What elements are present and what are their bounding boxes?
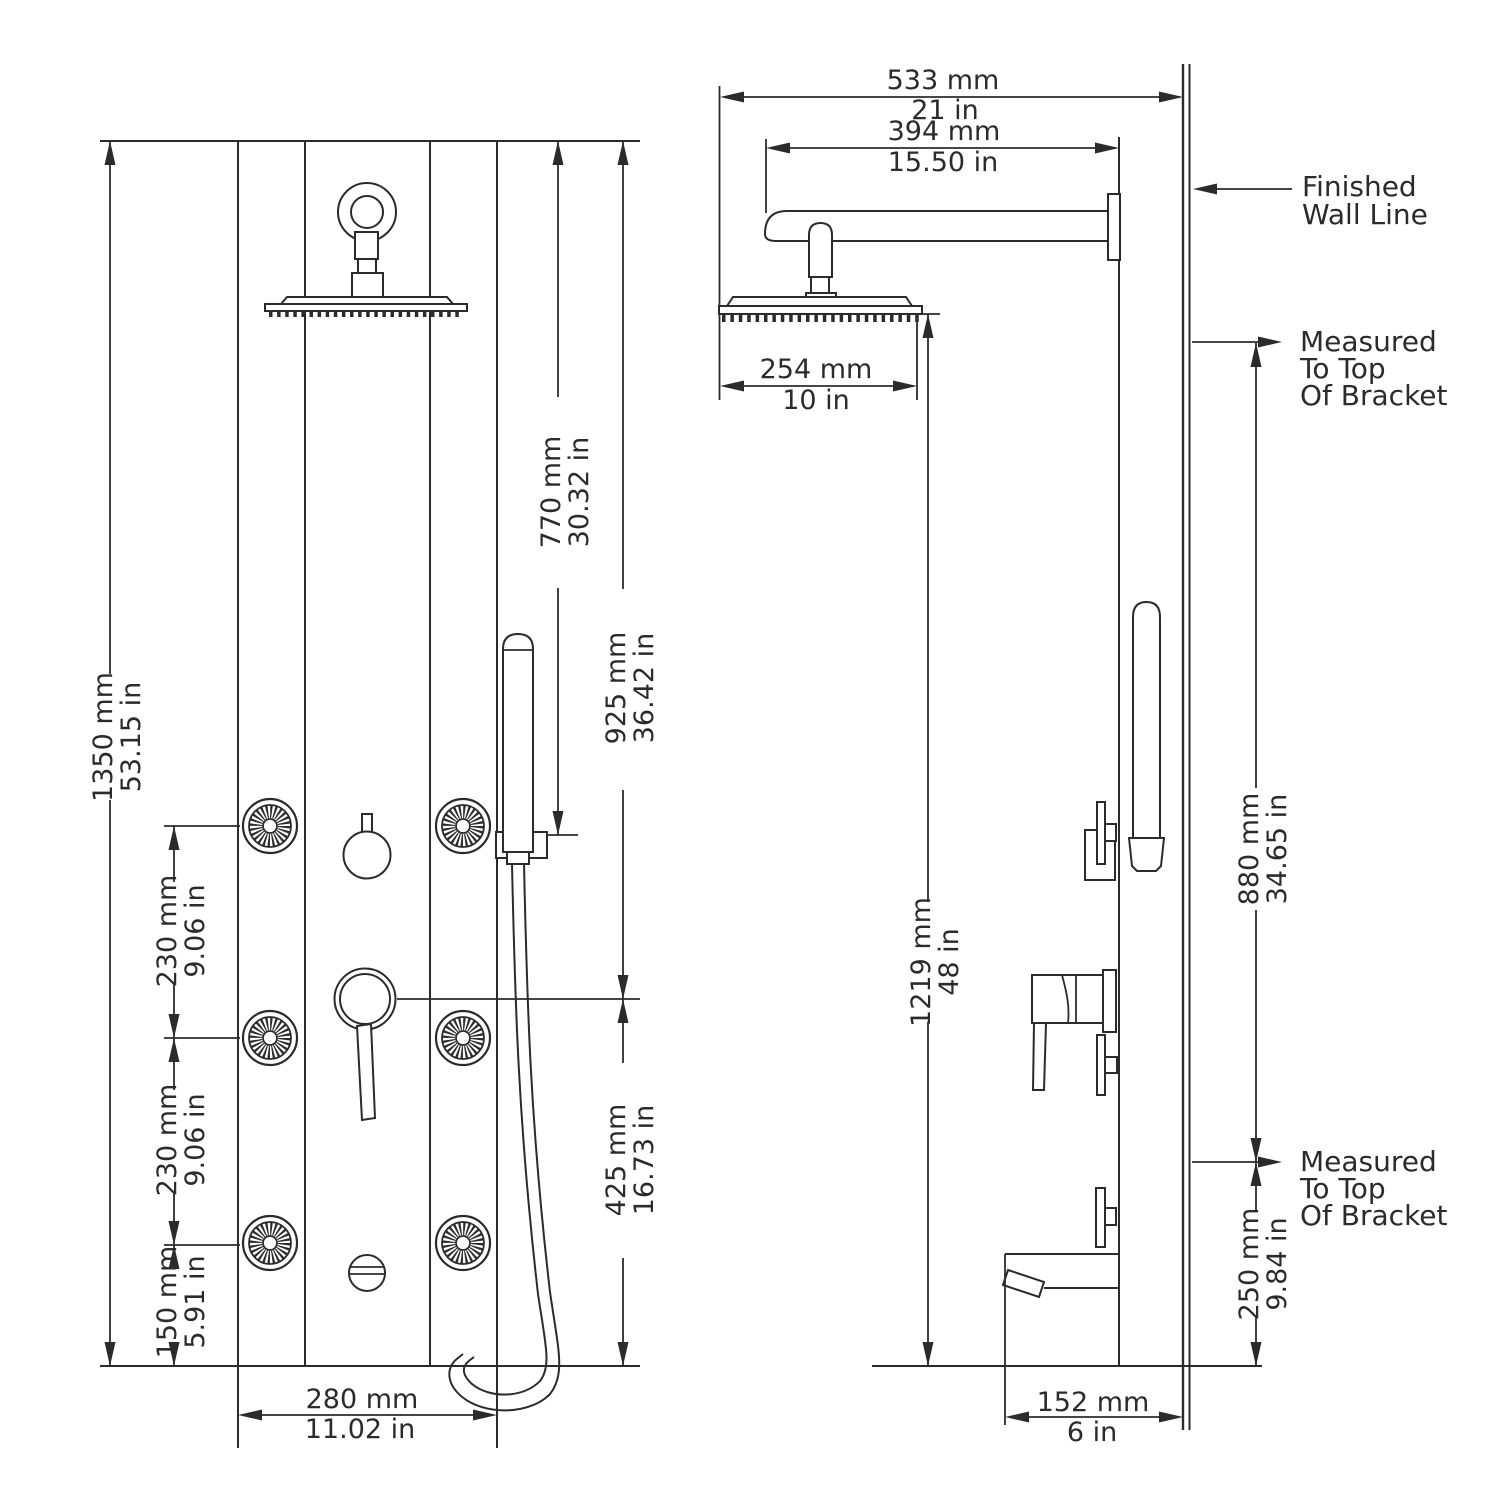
arm-wall-flange (1107, 193, 1121, 261)
mixer-lever (355, 1022, 377, 1122)
dim-bottom-offset-mm: 150 mm (152, 1246, 183, 1359)
dim-spout-in: 6 in (1067, 1417, 1117, 1448)
side-view: 533 mm 21 in 394 mm 15.50 in (718, 64, 1448, 1448)
measured-upper-label-3: Of Bracket (1300, 379, 1448, 412)
dim-floor-to-lower-bracket: 250 mm 9.84 in (1234, 1162, 1293, 1366)
dim-overall-in: 53.15 in (116, 682, 147, 793)
mid-bracket-blade (1096, 1034, 1106, 1096)
dim-width-mm: 280 mm (306, 1384, 419, 1415)
tub-spout-tip (1001, 1268, 1046, 1299)
dim-wall-mm: 533 mm (887, 65, 1000, 96)
dim-brackets-mm: 880 mm (1234, 793, 1265, 906)
dim-spout-mm: 152 mm (1037, 1387, 1150, 1418)
dim-overall-height: 1350 mm 53.15 in (88, 141, 147, 1366)
finished-wall-line-label-1: Finished (1302, 170, 1417, 203)
lower-bracket-blade (1095, 1187, 1106, 1248)
dim-top-to-handshower: 770 mm 30.32 in (520, 141, 595, 836)
finished-wall-line-label-2: Wall Line (1302, 198, 1428, 231)
mixer-lever-side (1031, 1022, 1048, 1091)
dim-handshower-mm: 770 mm (536, 436, 567, 549)
body-jet (241, 1214, 299, 1272)
dim-jet-gap2-mm: 230 mm (152, 1084, 183, 1197)
shower-connector (351, 272, 384, 298)
tub-spout-body (1005, 1253, 1120, 1289)
dim-head-mm: 254 mm (760, 354, 873, 385)
dim-mixer-in: 36.42 in (629, 633, 660, 744)
body-jet (434, 1009, 492, 1067)
hand-shower-front (448, 632, 561, 1412)
dim-panel-width: 280 mm 11.02 in (238, 1384, 497, 1445)
annotation-finished-wall-line: Finished Wall Line (1193, 170, 1428, 231)
hand-shower-side (1084, 600, 1166, 881)
dim-mixer-bottom-in: 16.73 in (629, 1105, 660, 1216)
front-view: 1350 mm 53.15 in 770 mm 30.32 in 925 mm … (88, 140, 660, 1448)
dim-lower-bracket-mm: 250 mm (1234, 1208, 1265, 1321)
rain-shower-head-side (718, 193, 1121, 322)
dim-jet-gap2-in: 9.06 in (180, 1093, 211, 1186)
holder-knob (1104, 823, 1117, 842)
hand-shower-nozzle (1127, 837, 1166, 872)
dim-width-in: 11.02 in (305, 1414, 416, 1445)
dim-jet-gap1-in: 9.06 in (180, 884, 211, 977)
diverter-knob (342, 830, 392, 880)
dim-bottom-offset-in: 5.91 in (180, 1255, 211, 1348)
mixer-valve (333, 967, 397, 1031)
dim-height-mm: 1219 mm (906, 897, 937, 1027)
dim-arm-to-wall: 394 mm 15.50 in (765, 116, 1119, 213)
dim-wall-in: 21 in (911, 95, 979, 126)
mixer-valve-side (1031, 969, 1118, 1096)
hand-shower-wand-side (1132, 600, 1161, 839)
body-jets (241, 797, 492, 1272)
holder-blade (1096, 801, 1106, 865)
dim-head-to-wall: 533 mm 21 in (718, 65, 1183, 400)
measured-lower-label-3: Of Bracket (1300, 1199, 1448, 1232)
body-jet (241, 1009, 299, 1067)
shower-hose-outer (448, 863, 561, 1412)
dim-lower-bracket-in: 9.84 in (1262, 1217, 1293, 1310)
annotation-measured-upper: Measured To Top Of Bracket (1192, 325, 1448, 412)
rain-shower-head-front (264, 182, 468, 317)
dim-mixer-bottom-mm: 425 mm (601, 1104, 632, 1217)
hose-nut (506, 851, 530, 865)
measured-lower-label-2: To Top (1299, 1172, 1386, 1205)
measured-upper-label-1: Measured (1300, 325, 1437, 358)
annotation-measured-lower: Measured To Top Of Bracket (1192, 1145, 1448, 1232)
dim-bracket-to-bracket: 880 mm 34.65 in (1234, 343, 1293, 1162)
dim-brackets-in: 34.65 in (1262, 794, 1293, 905)
dim-floor-to-head: 1219 mm 48 in (906, 313, 965, 1366)
mixer-mount (1102, 969, 1117, 1033)
dim-arm-in: 15.50 in (888, 147, 999, 178)
shower-hose-inner (462, 863, 548, 1396)
mid-bracket-knob (1104, 1056, 1118, 1074)
dim-jet-chain: 230 mm 9.06 in 230 mm 9.06 in 150 mm 5.9… (152, 825, 240, 1366)
controls-front (333, 813, 397, 1292)
arm-drop-tube (808, 221, 833, 278)
dim-height-in: 48 in (934, 928, 965, 996)
body-jet (434, 797, 492, 855)
dim-handshower-in: 30.32 in (564, 437, 595, 548)
shower-arm (763, 210, 1111, 242)
dim-mixer-mm: 925 mm (601, 632, 632, 745)
dim-arm-mm: 394 mm (888, 116, 1001, 147)
bottom-knob (348, 1254, 386, 1292)
hand-shower-wand (502, 632, 534, 853)
dim-overall-mm: 1350 mm (88, 672, 119, 802)
dim-head-width: 254 mm 10 in (720, 320, 918, 416)
dim-top-to-mixer: 925 mm 36.42 in (601, 141, 660, 999)
measured-lower-label-1: Measured (1300, 1145, 1437, 1178)
body-jet (241, 797, 299, 855)
dim-mixer-to-bottom: 425 mm 16.73 in (397, 998, 660, 1366)
measured-upper-label-2: To Top (1299, 352, 1386, 385)
body-jet (434, 1214, 492, 1272)
dim-jet-gap1-mm: 230 mm (152, 875, 183, 988)
dim-spout-depth: 152 mm 6 in (1004, 1254, 1183, 1448)
lower-bracket-knob (1104, 1207, 1117, 1226)
tub-spout-side (1001, 1187, 1120, 1299)
shower-neck (354, 231, 379, 260)
dim-head-in: 10 in (782, 385, 850, 416)
